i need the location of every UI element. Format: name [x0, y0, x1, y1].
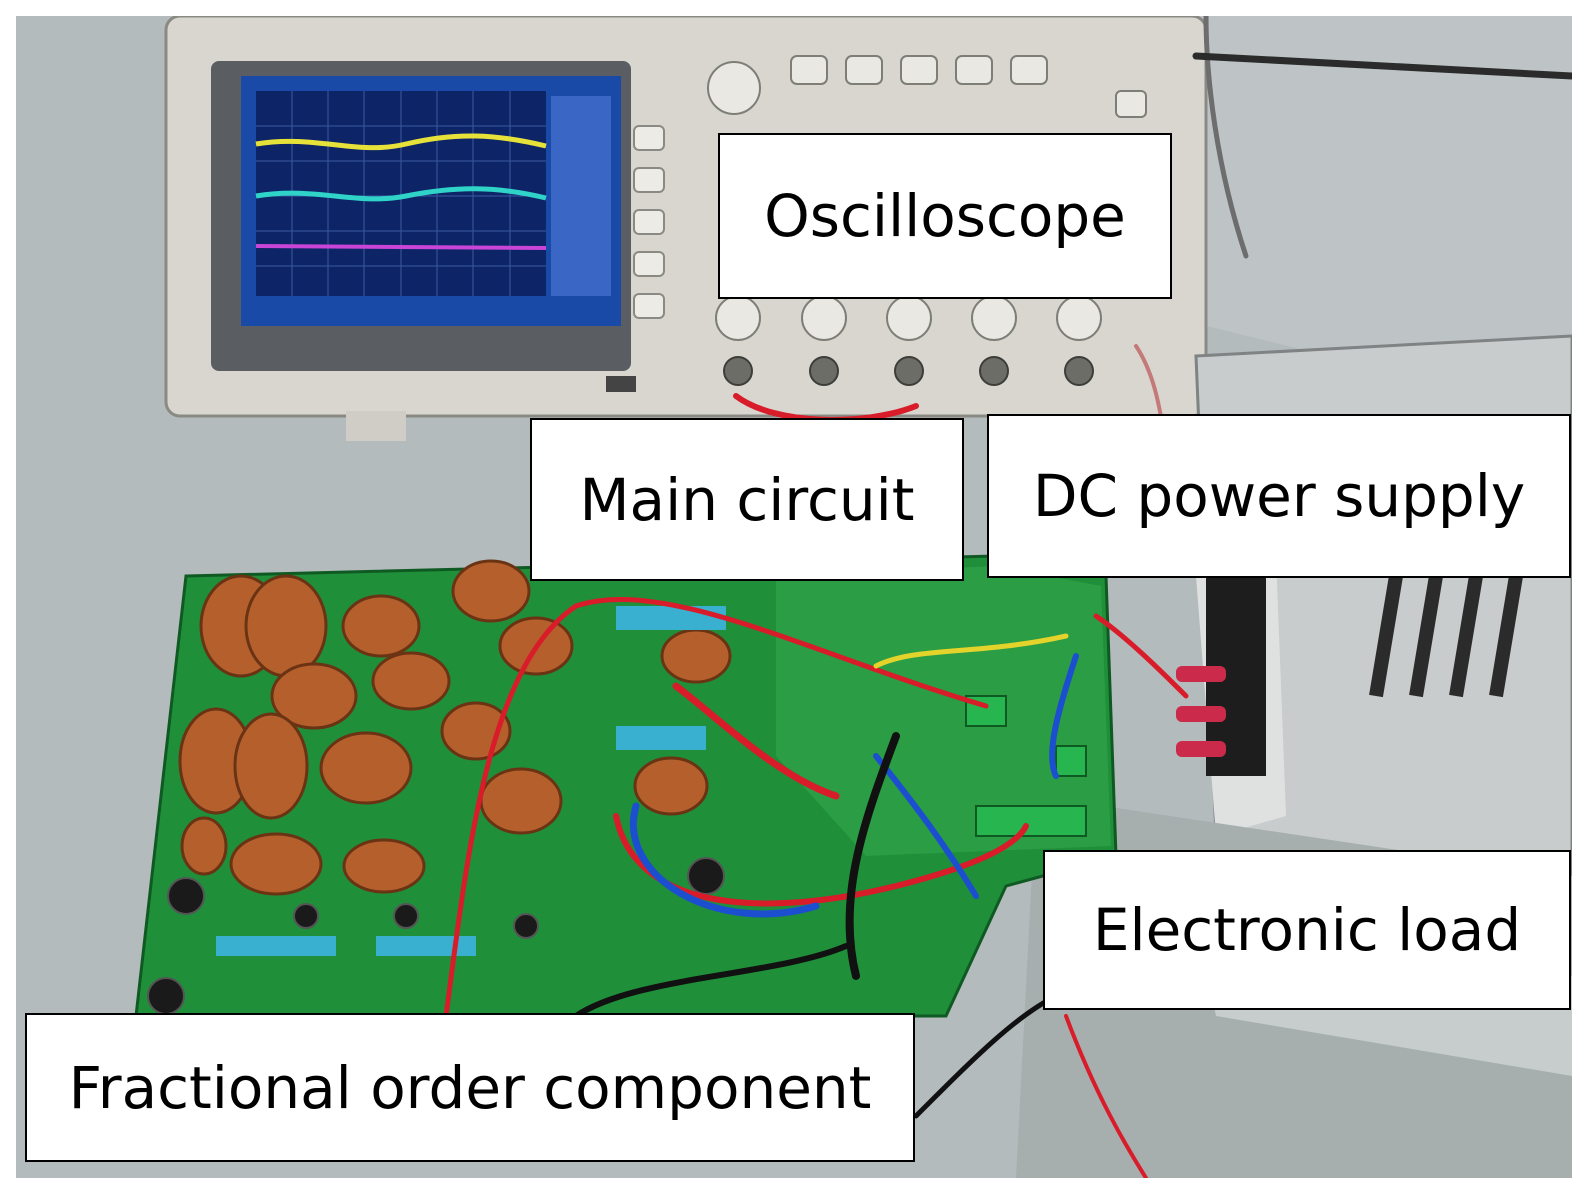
- oscilloscope-label: Oscilloscope: [718, 133, 1172, 299]
- main-circuit-label: Main circuit: [530, 418, 964, 581]
- circuit-boards: [134, 554, 1118, 1018]
- wires: [443, 16, 1572, 1178]
- fractional-order-component-label: Fractional order component: [25, 1013, 915, 1162]
- electronic-load-label: Electronic load: [1043, 850, 1571, 1010]
- oscilloscope: [164, 16, 1208, 441]
- dc-power-supply-label: DC power supply: [987, 414, 1571, 578]
